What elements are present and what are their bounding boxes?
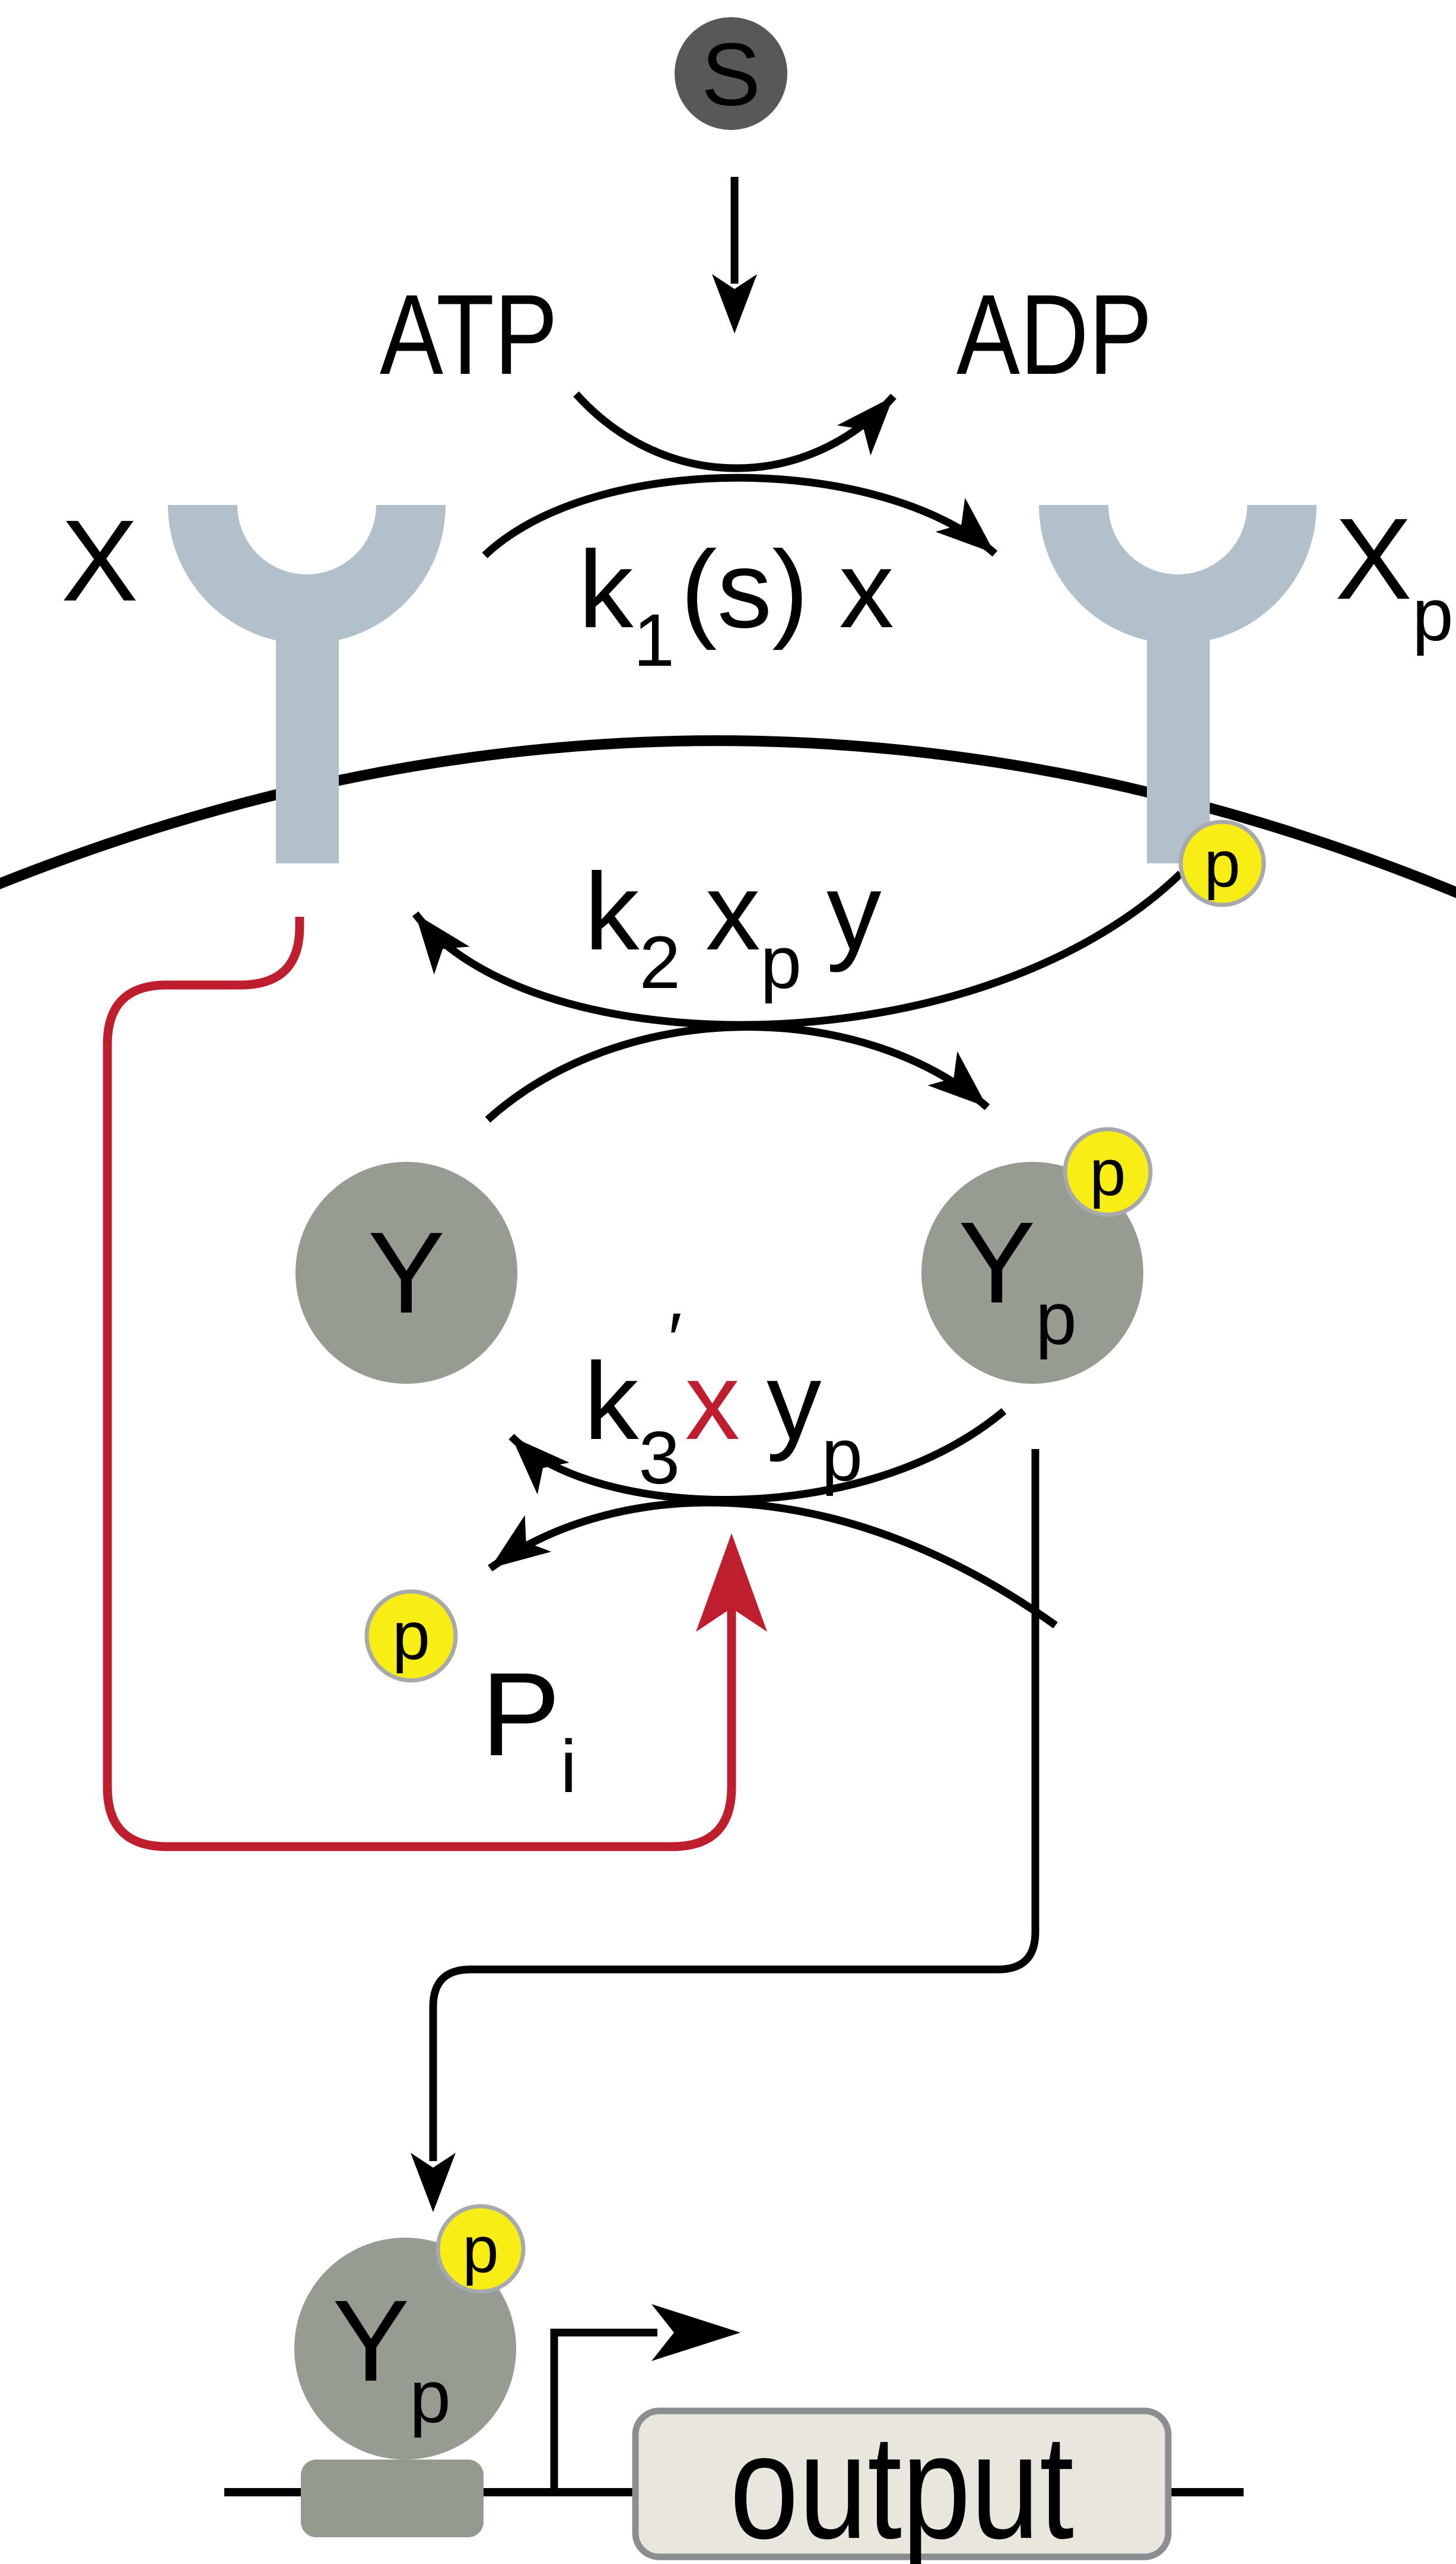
phosphate-badge-yp: p (1063, 1127, 1153, 1217)
pi-label: Pi (481, 1648, 577, 1808)
phosphate-badge-yp-dna: p (435, 2204, 526, 2294)
receptor-xp-shape (1039, 505, 1317, 863)
k3-species-y: y (767, 1340, 822, 1463)
receptor-xp-label: Xp (1335, 494, 1454, 656)
signal-node (675, 17, 787, 130)
yp-dna-sub: p (409, 2356, 451, 2438)
k2-species1: x (705, 851, 761, 973)
phosphate-label: p (462, 2213, 498, 2286)
yp-sub: p (1035, 1278, 1077, 1360)
pi-sub: i (560, 1726, 577, 1808)
yp-node (921, 1162, 1143, 1384)
signal-label: S (701, 24, 761, 124)
phosphate-label: p (392, 1598, 430, 1674)
yp-base: Y (958, 1198, 1035, 1327)
yp-dna-base: Y (332, 2276, 409, 2406)
yp-dna-node (294, 2238, 516, 2460)
phosphate-badge-pi: p (364, 1589, 458, 1683)
atp-label: ATP (380, 271, 558, 398)
k3-base: k (584, 1340, 639, 1463)
reaction3-pi-arrowhead-icon (476, 1515, 552, 1587)
phosphate-label: p (1089, 1136, 1126, 1209)
reaction1-xp-arrowhead-icon (935, 497, 1010, 571)
reaction2-x-arrowhead-icon (398, 900, 470, 975)
k3-prime: ′ (668, 1298, 682, 1381)
k1-sub: 1 (634, 599, 675, 682)
phosphate-badge-xp: p (1178, 819, 1266, 907)
k3-species-x: x (685, 1340, 740, 1463)
k2-species1-sub: p (761, 922, 802, 1004)
feedback-line (103, 917, 736, 1851)
promoter-box (301, 2460, 484, 2537)
receptor-x-shape (168, 505, 446, 863)
output-label: output (730, 2404, 1074, 2564)
k3-species-y-sub: p (821, 1414, 863, 1497)
k1-base: k (578, 529, 634, 651)
reaction2-y-yp-curve (485, 1023, 990, 1123)
yp-binding-arrowhead-icon (411, 2153, 456, 2212)
transcription-start-arrow (550, 2328, 657, 2490)
reaction1-x-xp-curve (482, 474, 998, 558)
y-label: Y (368, 1208, 445, 1337)
k3-sub: 3 (639, 1417, 681, 1499)
output-box (632, 2407, 1172, 2560)
reaction3-pi-curve (488, 1498, 1058, 1629)
receptor-x-label: X (61, 496, 138, 625)
reaction1-adp-arrowhead-icon (837, 381, 911, 456)
k1-rest: (s) x (681, 529, 894, 651)
y-node (295, 1162, 517, 1384)
yp-label: Yp (958, 1198, 1077, 1360)
yp-dna-label: Yp (332, 2276, 451, 2438)
yp-to-promoter-line (429, 1449, 1039, 2161)
k2-sub: 2 (640, 922, 681, 1004)
pi-base: P (481, 1648, 560, 1781)
receptor-xp-base: X (1335, 494, 1412, 624)
k2-base: k (584, 851, 640, 973)
reaction3-y-arrowhead-icon (495, 1421, 570, 1495)
transcription-arrowhead-icon (651, 2304, 740, 2361)
reaction2-yp-arrowhead-icon (927, 1051, 1002, 1124)
reaction1-atp-adp-curve (573, 391, 897, 472)
phosphate-label: p (1204, 828, 1240, 901)
k2-species2: y (826, 851, 882, 973)
receptor-xp-sub: p (1412, 574, 1454, 656)
reaction1-rate-label: k1(s) x (578, 529, 894, 682)
adp-label: ADP (956, 271, 1152, 398)
membrane (0, 735, 1456, 898)
